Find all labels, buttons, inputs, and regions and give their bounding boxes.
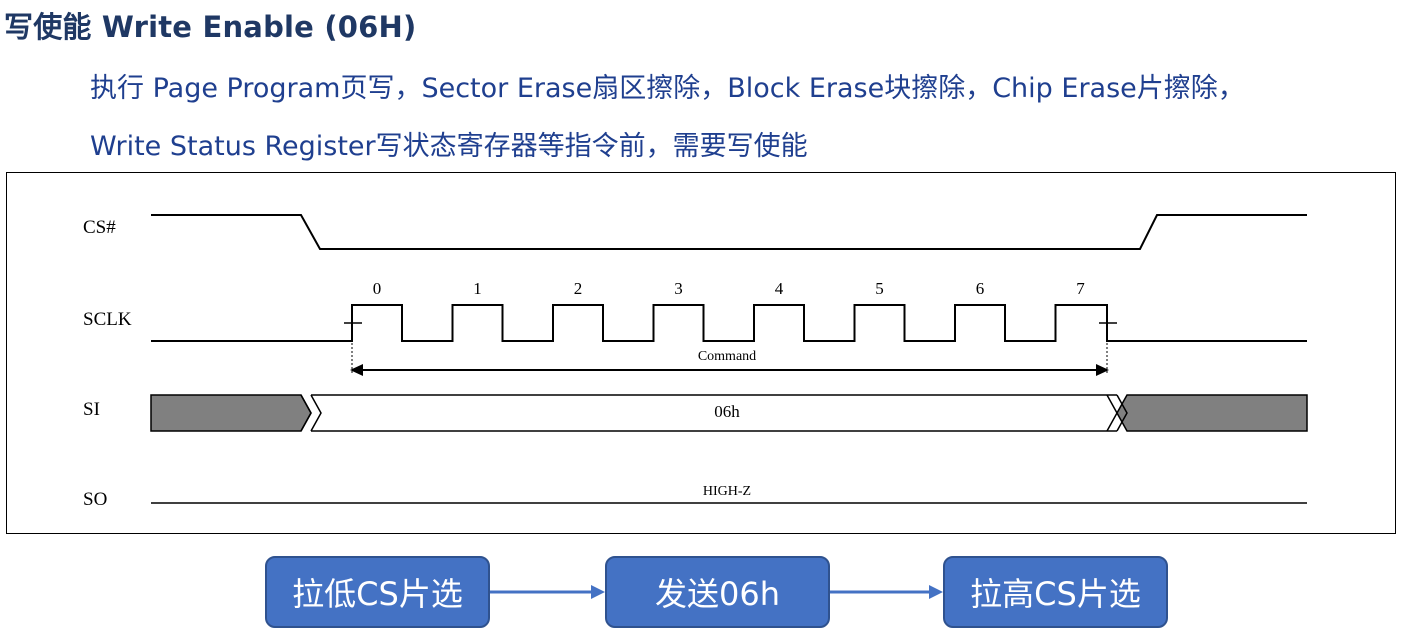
si-dontcare-right xyxy=(1116,394,1308,432)
clock-index-5: 5 xyxy=(875,279,884,298)
signal-label-si: SI xyxy=(83,399,100,420)
clock-index-6: 6 xyxy=(976,279,985,298)
flow-arrow-2 xyxy=(830,585,943,599)
clock-index-4: 4 xyxy=(775,279,784,298)
si-value-label: 06h xyxy=(714,402,740,421)
flow-arrow-1 xyxy=(490,585,605,599)
command-label: Command xyxy=(698,349,756,364)
command-arrow-right-head xyxy=(1096,364,1109,376)
timing-diagram: CS# SCLK SI SO 0 1 2 3 4 5 6 7 Command 06h HIGH… xyxy=(6,172,1396,534)
timing-diagram-canvas: CS# SCLK SI SO 0 1 2 3 4 5 6 7 Command 06h HIGH… xyxy=(83,214,1308,510)
signal-label-cs: CS# xyxy=(83,217,116,238)
cs-waveform xyxy=(151,214,1307,250)
flow-step-send-06h: 发送06h xyxy=(605,556,830,628)
page-title: 写使能 Write Enable (06H) xyxy=(4,10,417,44)
si-cross-right-a xyxy=(1106,394,1118,432)
command-arrow-left-head xyxy=(350,364,363,376)
signal-label-sclk: SCLK xyxy=(83,309,132,330)
so-state-label: HIGH-Z xyxy=(703,484,751,499)
si-dontcare-left xyxy=(150,394,312,432)
sclk-waveform xyxy=(151,304,1307,342)
si-cross-left-a xyxy=(300,394,312,432)
clock-index-7: 7 xyxy=(1076,279,1085,298)
clock-index-2: 2 xyxy=(574,279,583,298)
clock-index-0: 0 xyxy=(373,279,382,298)
clock-index-3: 3 xyxy=(674,279,683,298)
flow-step-pull-cs-low: 拉低CS片选 xyxy=(265,556,490,628)
clock-index-labels: 0 1 2 3 4 5 6 7 xyxy=(373,279,1086,298)
clock-index-1: 1 xyxy=(473,279,482,298)
description-line-1: 执行 Page Program页写，Sector Erase扇区擦除，Block… xyxy=(90,73,1245,104)
si-cross-left-b xyxy=(310,394,322,432)
flow-step-pull-cs-high: 拉高CS片选 xyxy=(943,556,1168,628)
si-cross-right-b xyxy=(1116,394,1128,432)
signal-label-so: SO xyxy=(83,489,107,510)
description-line-2: Write Status Register写状态寄存器等指令前，需要写使能 xyxy=(90,131,808,162)
